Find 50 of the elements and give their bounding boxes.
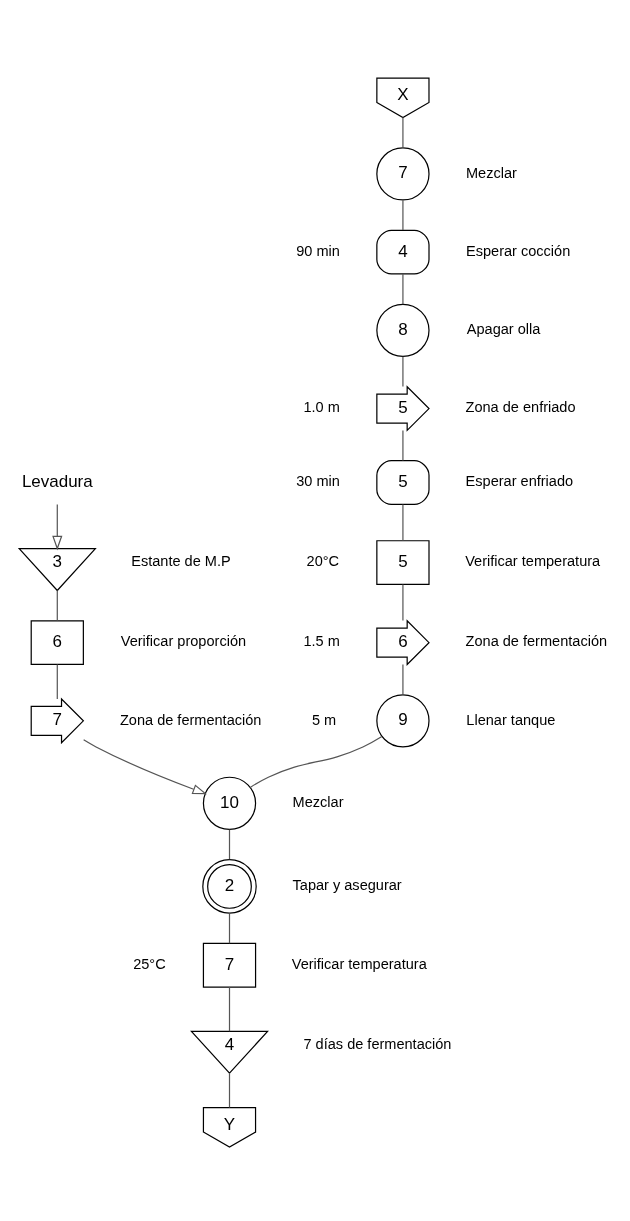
connector (402, 663, 404, 696)
node-label: 25°C (133, 955, 166, 972)
node-label: Mezclar (292, 794, 344, 811)
node-label: 20°C (306, 553, 340, 570)
node-label: Verificar temperatura (291, 955, 427, 972)
node-label: Llenar tanque (466, 711, 556, 728)
connector (249, 735, 383, 788)
node-label: 5 m (311, 711, 337, 728)
node-label: 30 min (296, 473, 340, 490)
connector (228, 912, 231, 944)
node-label: Estante de M.P (131, 553, 231, 570)
node-circle: 2 (202, 859, 257, 914)
node-circle: 10 (202, 776, 257, 830)
arrow (52, 503, 63, 551)
connector (402, 503, 404, 542)
connector (56, 589, 58, 622)
connector (56, 663, 58, 700)
node-label: Zona de enfriado (465, 399, 576, 416)
node-label: 7 días de fermentación (303, 1036, 452, 1053)
connector (402, 356, 404, 388)
connector (402, 117, 404, 149)
connector (228, 829, 231, 860)
node-label: Esperar cocción (465, 242, 571, 259)
node-box: 6 (30, 620, 84, 666)
node-box: 5 (376, 460, 430, 505)
node-box: 7 (202, 942, 257, 988)
arrow (83, 739, 208, 795)
connector (402, 584, 404, 622)
connector (402, 199, 404, 231)
node-box: 4 (376, 229, 430, 275)
node-label: 90 min (296, 242, 340, 259)
node-label: Verificar temperatura (465, 553, 601, 570)
node-circle: 9 (376, 694, 430, 748)
node-circle: 7 (376, 147, 430, 201)
node-label: 1.5 m (303, 633, 340, 650)
node-label: Verificar proporción (120, 633, 247, 650)
node-text: Levadura (21, 472, 93, 492)
connector (228, 1072, 231, 1109)
node-label: Zona de fermentación (119, 711, 262, 728)
connector (402, 273, 404, 305)
node-circle: 8 (376, 303, 430, 358)
node-label: Esperar enfriado (465, 473, 574, 490)
node-label: Apagar olla (466, 321, 541, 338)
node-label: Mezclar (466, 164, 517, 181)
node-label: Zona de fermentación (465, 633, 608, 650)
node-label: Tapar y asegurar (292, 877, 402, 894)
node-box: 5 (376, 540, 430, 586)
connector (402, 429, 404, 462)
node-label: 1.0 m (303, 399, 340, 416)
connector (228, 986, 231, 1032)
